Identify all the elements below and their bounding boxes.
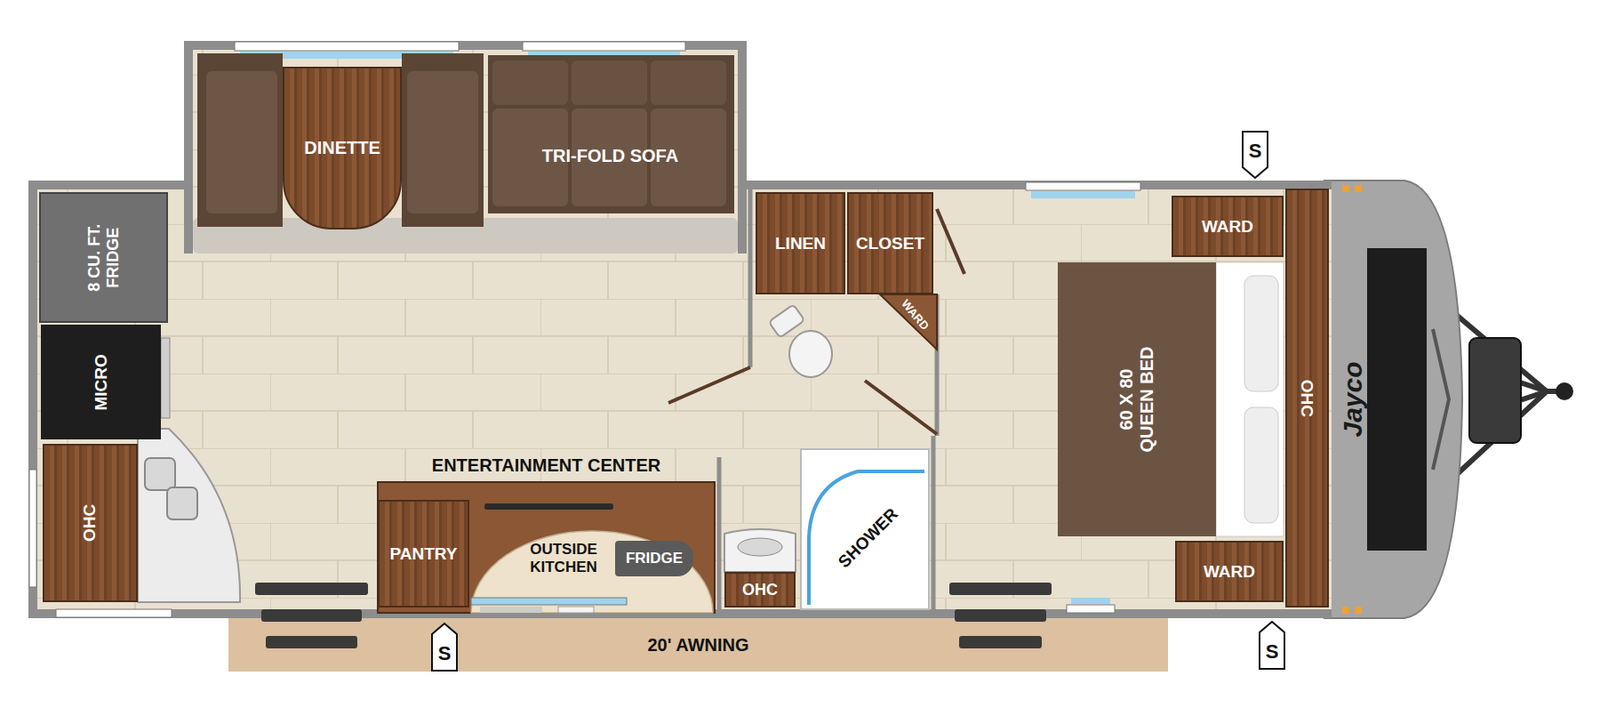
- dinette-table: DINETTE: [282, 66, 402, 230]
- outside-fridge: FRIDGE: [615, 540, 694, 576]
- node-label: S: [438, 641, 452, 664]
- node-label: DINETTE: [304, 137, 381, 159]
- closet: CLOSET: [847, 192, 934, 295]
- shower: SHOWER: [810, 475, 927, 600]
- overhead-cabinet: OHC: [42, 443, 138, 602]
- queen-bed: 60 X 80 QUEEN BED: [1057, 262, 1216, 536]
- node-label: OHC: [80, 504, 101, 542]
- stabilizer-sign: S: [431, 622, 458, 672]
- sign-outline: [1259, 621, 1285, 669]
- node-label: WARD: [1203, 561, 1256, 582]
- node-label: 8 CU. FT. FRIDGE: [85, 208, 122, 307]
- node-label: MICRO: [91, 353, 112, 410]
- node-label: SHOWER: [834, 504, 903, 572]
- node-label: FRIDGE: [625, 549, 683, 568]
- node-label: WARD: [898, 296, 932, 333]
- node-label: 60 X 80 QUEEN BED: [1116, 341, 1158, 457]
- linen-cabinet: LINEN: [755, 192, 846, 295]
- node-label: S: [1265, 640, 1280, 663]
- node-label: TRI-FOLD SOFA: [542, 145, 679, 167]
- brand-logo: Jayco: [1337, 360, 1368, 437]
- sofa: TRI-FOLD SOFA: [488, 106, 733, 205]
- wardrobe: WARD: [1171, 195, 1284, 257]
- node-label: S: [1248, 139, 1263, 162]
- node-label: LINEN: [775, 233, 826, 254]
- stabilizer-sign: S: [1241, 130, 1269, 179]
- node-label: WARD: [1201, 216, 1254, 237]
- node-label: OHC: [1297, 378, 1318, 416]
- node-label: CLOSET: [856, 233, 925, 254]
- overhead-cabinet: OHC: [1285, 188, 1329, 608]
- pantry: PANTRY: [377, 499, 470, 608]
- node-label: OHC: [742, 580, 778, 600]
- wardrobe: WARD: [1175, 540, 1284, 602]
- microwave: MICRO: [40, 324, 161, 440]
- node-label: PANTRY: [390, 544, 458, 564]
- sign-outline: [432, 623, 457, 671]
- node-label: 20' AWNING: [647, 634, 749, 656]
- awning: 20' AWNING S: [228, 617, 1168, 672]
- overhead-cabinet: OHC: [724, 571, 796, 608]
- entertainment-center: ENTERTAINMENT CENTER PANTRY OUTSIDE KITCHE…: [377, 455, 715, 613]
- stabilizer-sign: S: [1258, 620, 1286, 670]
- sign-outline: [1242, 131, 1268, 178]
- refrigerator: 8 CU. FT. FRIDGE: [39, 192, 168, 323]
- outside-kitchen: OUTSIDE KITCHEN: [515, 530, 612, 586]
- node-label: OUTSIDE KITCHEN: [515, 540, 612, 576]
- wardrobe: WARD: [892, 294, 937, 336]
- node-label: ENTERTAINMENT CENTER: [432, 455, 661, 476]
